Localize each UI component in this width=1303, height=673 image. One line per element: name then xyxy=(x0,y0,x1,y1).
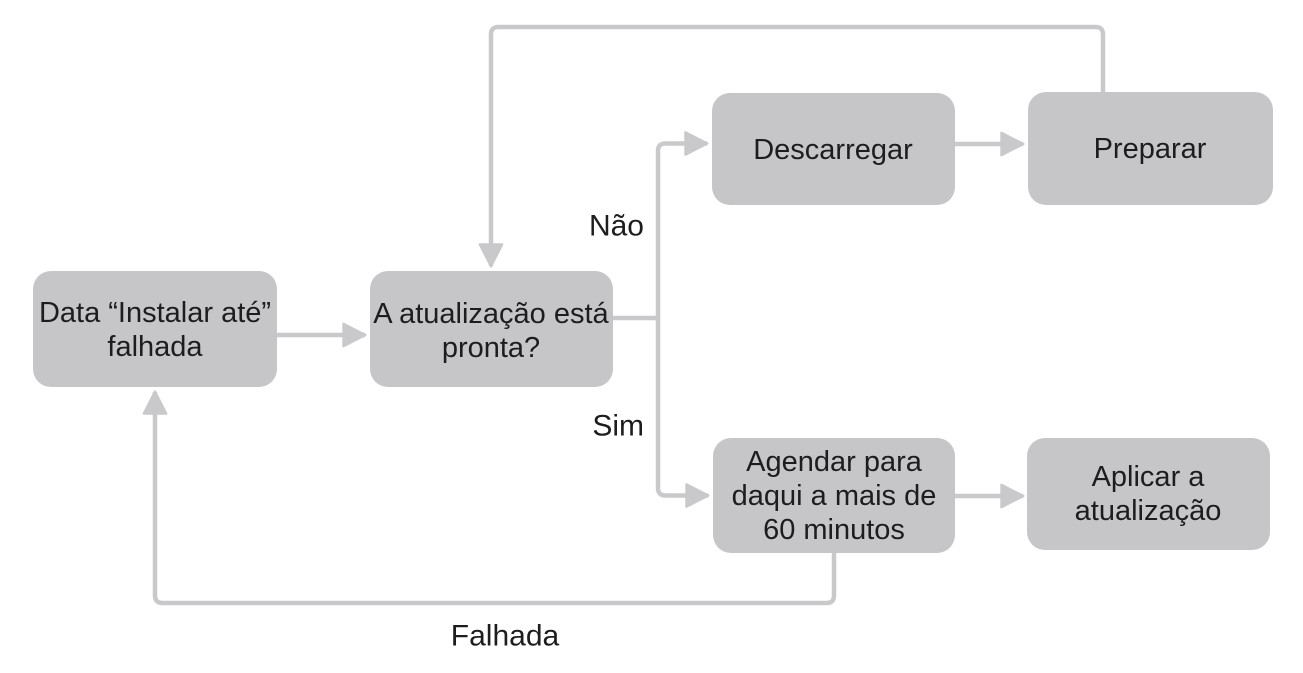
node-agendar-label-line1: Agendar para xyxy=(746,446,923,478)
edge-falhada-loop-to-datainstalar xyxy=(142,390,837,606)
node-aplicar-label-line2: atualização xyxy=(1075,495,1222,527)
node-data-instalar-ate-label-line1: Data “Instalar até” xyxy=(39,297,271,329)
node-atualizacao-pronta-box xyxy=(370,271,613,387)
edge-label-sim: Sim xyxy=(592,410,644,443)
node-atualizacao-pronta-label-line1: A atualização está xyxy=(373,298,609,330)
edge-preparar-loop-to-pronta xyxy=(478,24,1106,268)
node-descarregar-label: Descarregar xyxy=(753,134,913,166)
node-aplicar-label-line1: Aplicar a xyxy=(1092,461,1206,493)
node-agendar-label-line3: 60 minutos xyxy=(763,514,905,546)
node-descarregar-box xyxy=(712,93,955,205)
node-atualizacao-pronta-label-line2: pronta? xyxy=(442,332,540,364)
edge-nao-to-descarregar xyxy=(655,131,709,488)
node-data-instalar-ate-label-line2: falhada xyxy=(107,331,203,363)
node-agendar-box xyxy=(713,438,955,553)
edge-label-nao: Não xyxy=(589,210,644,243)
node-data-instalar-ate-box xyxy=(33,271,277,387)
node-preparar-box xyxy=(1028,92,1273,205)
node-agendar-label-line2: daqui a mais de xyxy=(732,480,937,512)
edge-label-falhada: Falhada xyxy=(451,620,560,653)
edge-sim-to-agendar xyxy=(655,483,710,508)
node-preparar-label: Preparar xyxy=(1094,133,1207,165)
node-aplicar-box xyxy=(1027,438,1270,550)
